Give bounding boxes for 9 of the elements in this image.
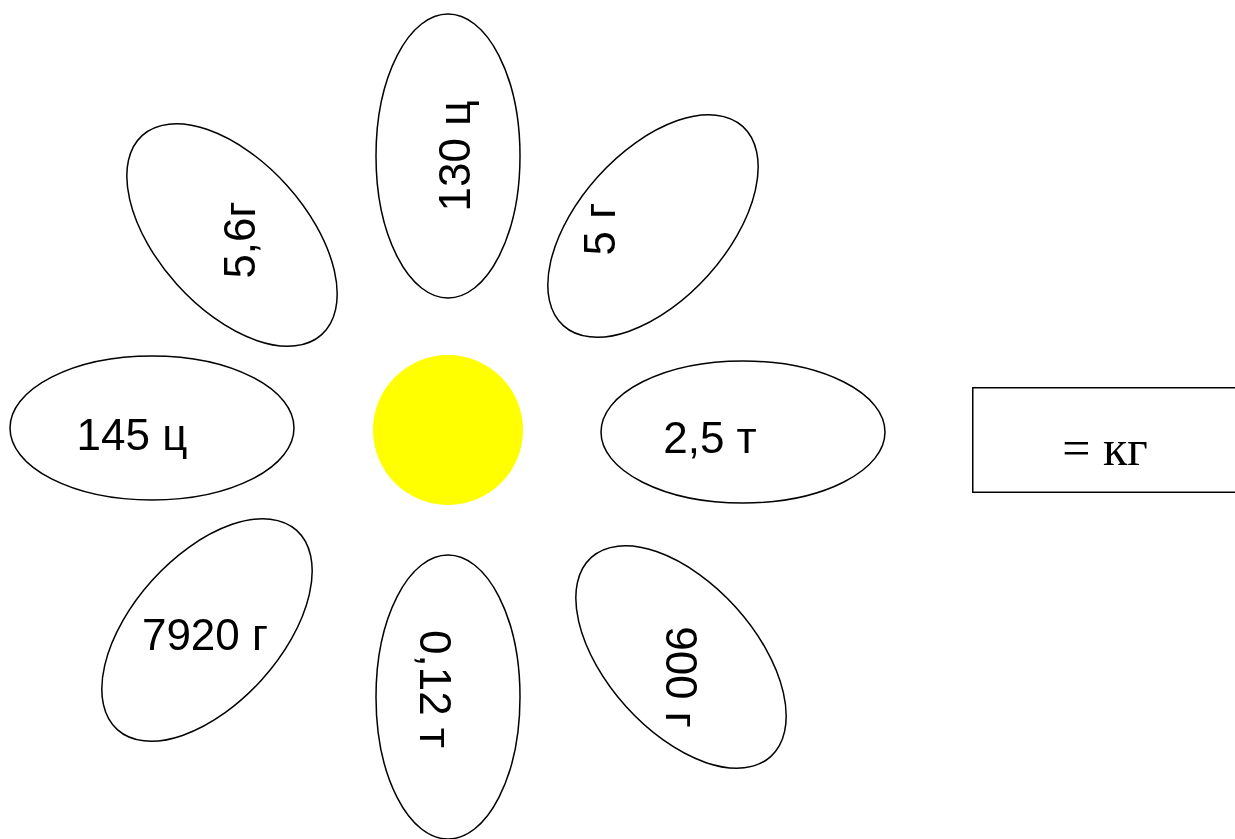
unit-label: = кг xyxy=(1062,423,1148,473)
mass-value: 130 ц xyxy=(433,100,477,212)
mass-value: 0,12 т xyxy=(413,630,457,748)
mass-value: 7920 г xyxy=(141,613,269,657)
mass-value: 5,6г xyxy=(218,201,262,279)
mass-value: 5 г xyxy=(578,202,622,256)
mass-value: 900 г xyxy=(659,626,703,728)
mass-value: 2,5 т xyxy=(663,416,757,460)
mass-value: 145 ц xyxy=(76,413,188,457)
